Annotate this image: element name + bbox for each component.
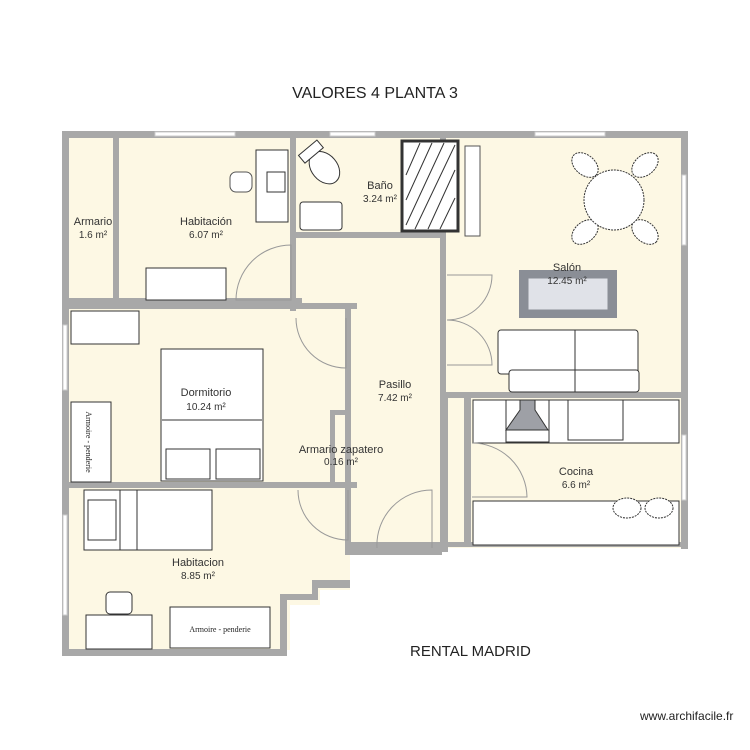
- svg-text:3.24 m²: 3.24 m²: [363, 194, 398, 205]
- room-habitacion2-label: Habitacion: [172, 557, 224, 569]
- svg-text:Armoire - penderie: Armoire - penderie: [189, 625, 251, 634]
- svg-text:0.16 m²: 0.16 m²: [324, 457, 359, 468]
- plan-title: VALORES 4 PLANTA 3: [292, 85, 458, 102]
- room-armario-label: Armario: [74, 216, 113, 228]
- room-armario-zapatero-label: Armario zapatero: [299, 444, 383, 456]
- room-labels: Armario 1.6 m² Habitación 6.07 m² Baño 3…: [74, 180, 594, 582]
- watermark: www.archifacile.fr: [640, 709, 734, 723]
- svg-text:7.42 m²: 7.42 m²: [378, 393, 413, 404]
- room-dormitorio-label: Dormitorio: [181, 387, 232, 399]
- svg-text:12.45 m²: 12.45 m²: [547, 276, 587, 287]
- room-pasillo-label: Pasillo: [379, 379, 411, 391]
- svg-text:1.6 m²: 1.6 m²: [79, 230, 108, 241]
- room-salon-label: Salón: [553, 262, 581, 274]
- svg-text:6.07 m²: 6.07 m²: [189, 230, 224, 241]
- room-cocina-label: Cocina: [559, 466, 594, 478]
- svg-text:10.24 m²: 10.24 m²: [186, 402, 226, 413]
- room-habitacion-label: Habitación: [180, 216, 232, 228]
- svg-text:Armoire - penderie: Armoire - penderie: [84, 411, 93, 473]
- footer-label: RENTAL MADRID: [410, 643, 531, 660]
- svg-text:8.85 m²: 8.85 m²: [181, 571, 216, 582]
- room-bano-label: Baño: [367, 180, 393, 192]
- svg-text:6.6 m²: 6.6 m²: [562, 480, 591, 491]
